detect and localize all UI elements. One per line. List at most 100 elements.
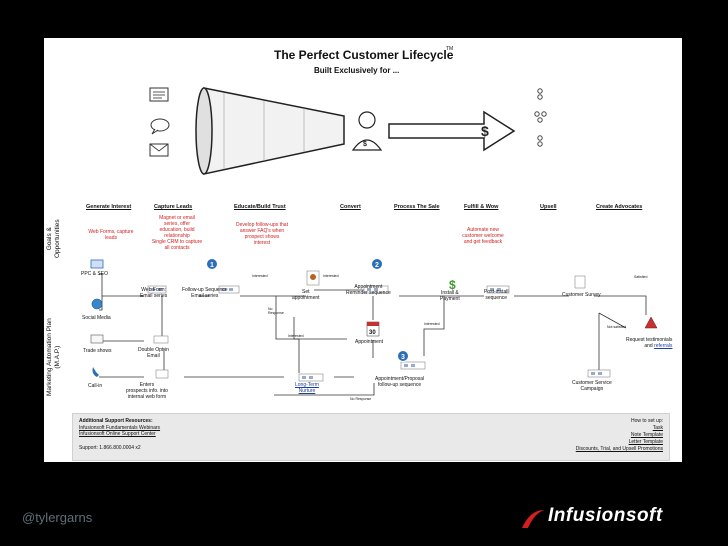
page-title: The Perfect Customer Lifecycle xyxy=(274,48,454,62)
node-install-line1: Install & xyxy=(440,290,459,296)
step-badge-2-number: 2 xyxy=(375,262,379,269)
edge-no-response-line2: Response xyxy=(268,311,284,315)
stage-convert: Convert xyxy=(340,204,361,210)
globe-icon xyxy=(91,298,103,310)
envelope-icon xyxy=(149,143,169,157)
footer-heading: Additional Support Resources: xyxy=(79,418,153,424)
calendar-icon: 30 xyxy=(366,321,380,337)
support-center-link[interactable]: Infusionsoft Online Support Center xyxy=(79,431,156,437)
node-followup-line1: Follow-up Sequence xyxy=(182,287,228,293)
stage-educate: Educate/Build Trust xyxy=(234,204,286,210)
nurture-email-icon xyxy=(298,373,324,382)
fundamentals-webinars-link[interactable]: Infusionsoft Fundamentals Webinars xyxy=(79,425,161,431)
stage-generate-interest: Generate Interest xyxy=(86,204,132,210)
node-set-appt-line1: Set xyxy=(302,289,310,295)
node-service-line2: Campaign xyxy=(580,386,604,392)
node-postinstall-line2: sequence xyxy=(485,295,508,301)
svg-text:$: $ xyxy=(449,278,456,292)
goal-line: Automate new xyxy=(467,227,499,233)
survey-icon xyxy=(574,275,586,289)
newspaper-icon xyxy=(149,87,169,102)
edge-label-no-response: No Response xyxy=(350,397,372,401)
node-reminder-line1: Appointment xyxy=(354,284,383,290)
task-link[interactable]: Task xyxy=(652,425,663,431)
node-ppc-seo: PPC & SEO xyxy=(81,271,108,277)
node-customer-survey: Customer Survey xyxy=(562,292,601,298)
node-nurture-line2: Nurture xyxy=(298,388,316,394)
reminder-email-icon xyxy=(363,285,389,294)
goal-line: leads xyxy=(105,235,117,241)
node-customer-service: Customer Service Campaign xyxy=(572,380,612,392)
ppc-icon xyxy=(90,259,104,269)
node-optin-line2: Email xyxy=(147,353,160,359)
note-template-link[interactable]: Note Template xyxy=(630,432,663,438)
node-enters-line2: prospects info. into xyxy=(126,388,168,394)
node-enters-line1: Enters xyxy=(139,382,155,388)
node-service-line1: Customer Service xyxy=(572,380,612,386)
node-double-optin: Double Opt-in Email xyxy=(138,347,169,359)
brand-logo-text: Infusionsoft xyxy=(548,505,663,526)
stage-fulfill: Fulfill & Wow xyxy=(464,204,499,210)
node-post-install: Post-install sequence xyxy=(484,289,508,301)
trademark: TM xyxy=(446,46,454,52)
slide-canvas: The Perfect Customer Lifecycle TM Built … xyxy=(44,38,682,462)
goal-line: interest xyxy=(253,240,271,246)
dollar-icon: $ xyxy=(449,278,456,292)
stage-capture-leads: Capture Leads xyxy=(154,204,193,210)
brand-swoosh-icon xyxy=(522,510,544,528)
node-enters-line3: internal web form xyxy=(127,394,167,400)
node-enters-info: Enters prospects info. into internal web… xyxy=(126,382,168,400)
letter-template-link[interactable]: Letter Template xyxy=(628,439,663,445)
stage-process-sale: Process The Sale xyxy=(394,204,440,210)
edge-label-interested: Interested xyxy=(323,274,339,278)
edge-label-interested: Interested xyxy=(288,334,304,338)
node-long-term-nurture[interactable]: Long-Term Nurture xyxy=(295,382,319,394)
node-request-testimonials: Request testimonials and referrals xyxy=(626,337,672,349)
promotions-link[interactable]: Discounts, Trial, and Upsell Promotions xyxy=(575,446,663,452)
people-group-icon xyxy=(534,88,547,147)
goal-educate: Develop follow-ups that answer FAQ's whe… xyxy=(226,222,298,246)
goal-line: series, offer xyxy=(163,221,191,227)
node-appointment: Appointment xyxy=(355,339,384,345)
goal-generate: Web Forms, capture leads xyxy=(78,229,144,241)
node-set-appt-line2: appointment xyxy=(292,295,320,301)
goal-fulfill: Automate new customer welcome and get fe… xyxy=(450,227,516,245)
node-followup-line2: Email series xyxy=(191,293,219,299)
edge-label-no-response: No Response xyxy=(268,307,284,315)
edge-label-interested: Interested xyxy=(424,322,440,326)
phone-icon xyxy=(92,367,99,377)
stage-upsell: Upsell xyxy=(540,204,557,210)
edge-label-not-satisfied: Not satisfied xyxy=(607,325,627,329)
goal-capture: Magnet or email series, offer education,… xyxy=(142,215,212,251)
node-proposal: Appointment/Proposal follow-up sequence xyxy=(375,376,424,388)
webform-entry-icon xyxy=(155,369,169,379)
goal-line: answer FAQ's when xyxy=(239,228,285,234)
node-testimonials-line2: and referrals xyxy=(626,343,672,349)
node-webform-line2: Email series xyxy=(140,293,168,299)
node-postinstall-line1: Post-install xyxy=(484,289,509,295)
flow-connectors xyxy=(99,273,647,396)
node-install-line2: Payment xyxy=(440,296,460,302)
svg-text:$: $ xyxy=(363,141,367,148)
funnel-illustration: $ $ xyxy=(149,87,547,175)
node-followup: Follow-up Sequence Email series xyxy=(182,287,228,299)
page-subtitle: Built Exclusively for ... xyxy=(314,66,400,75)
support-phone: Support: 1.866.800.0004 x2 xyxy=(79,445,141,451)
step-badge-1-number: 1 xyxy=(210,262,214,269)
brand-logo-icon xyxy=(520,508,546,535)
goal-line: Single CRM to capture xyxy=(151,239,203,245)
referrals-link[interactable]: referrals xyxy=(654,343,673,349)
node-call-in: Call-in xyxy=(88,383,103,389)
trade-show-icon xyxy=(90,334,104,344)
support-footer: Additional Support Resources: Infusionso… xyxy=(72,413,670,461)
funnel-icon xyxy=(195,87,345,175)
node-proposal-line1: Appointment/Proposal xyxy=(375,376,425,382)
step-badge-1: 1 xyxy=(206,258,218,270)
edge-no-response-line1: No xyxy=(268,307,273,311)
goal-line: Develop follow-ups that xyxy=(236,222,288,228)
node-webform-line1: Web Form: xyxy=(141,287,166,293)
stage-advocates: Create Advocates xyxy=(596,204,643,210)
service-email-icon xyxy=(587,369,611,378)
proposal-email-icon xyxy=(400,361,426,370)
node-set-appointment: Set appointment xyxy=(292,289,320,301)
